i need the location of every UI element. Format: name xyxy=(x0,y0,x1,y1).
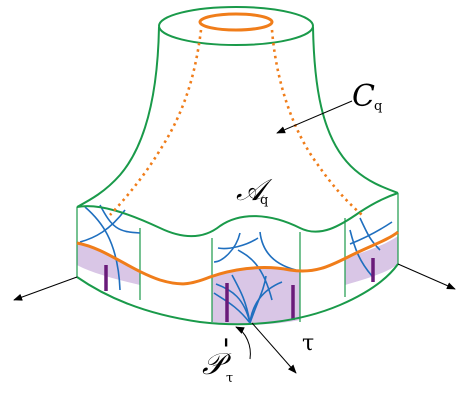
labels: C q 𝒜 q 𝒫 ' τ τ xyxy=(202,79,382,386)
label-tau: τ xyxy=(302,331,314,356)
shaded-regions xyxy=(77,236,398,325)
label-a-subscript: q xyxy=(260,193,268,208)
label-c-subscript: q xyxy=(374,99,382,114)
arrows xyxy=(13,100,456,374)
blue-arcs xyxy=(79,204,393,324)
purple-bars xyxy=(104,258,375,322)
label-c: C xyxy=(352,79,375,114)
label-p-prime: ' xyxy=(222,333,230,368)
surface-outline xyxy=(76,6,399,326)
orange-curves xyxy=(76,12,399,286)
label-p-subscript: τ xyxy=(226,371,233,386)
